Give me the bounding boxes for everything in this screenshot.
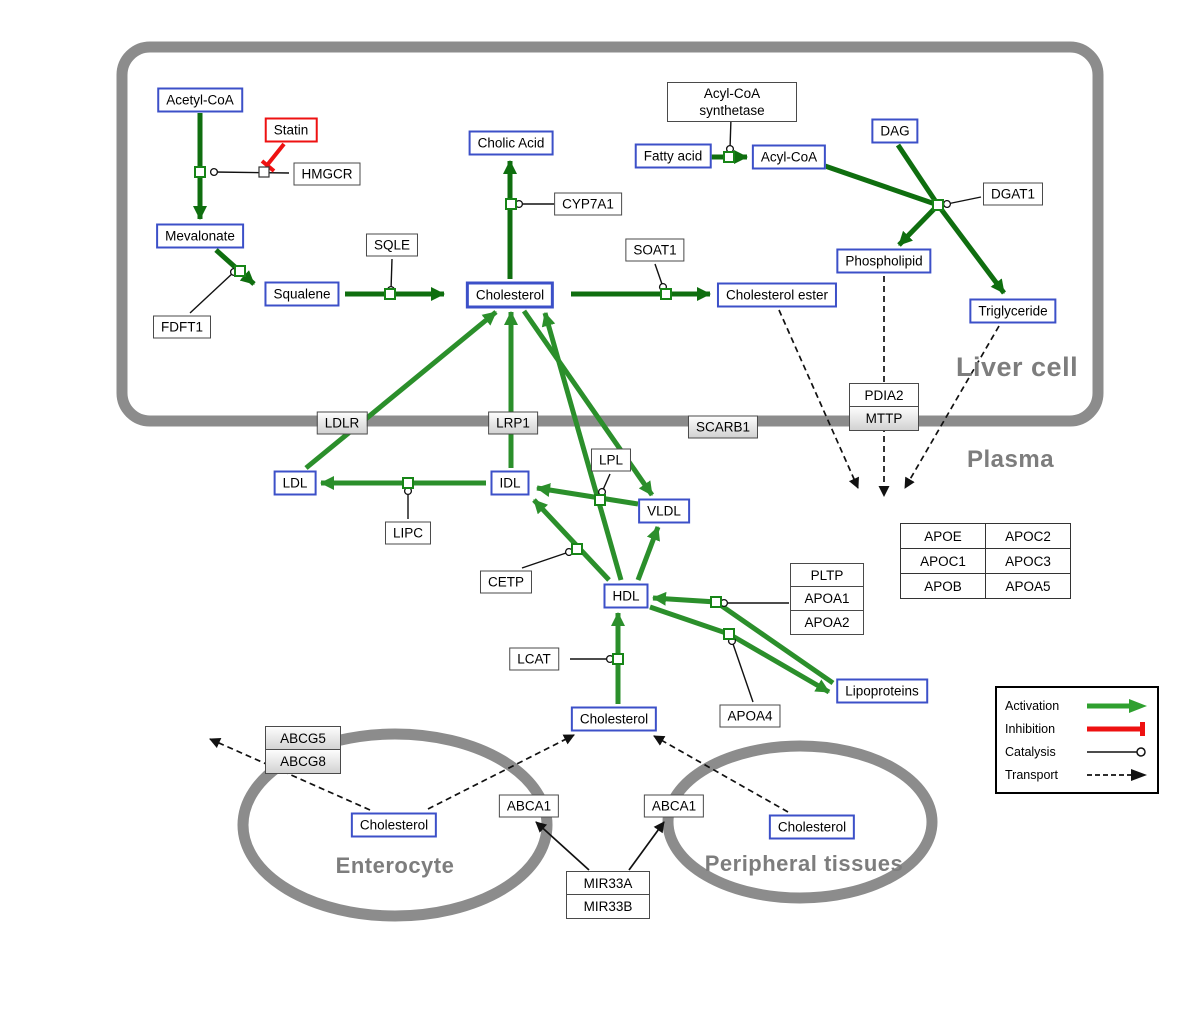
legend-row-activation: Activation bbox=[1005, 694, 1149, 717]
stack-mir33: MIR33A MIR33B bbox=[566, 870, 650, 920]
node-hmgcr[interactable]: HMGCR bbox=[293, 162, 361, 186]
liver-cell-label: Liver cell bbox=[956, 352, 1079, 382]
node-apoc2[interactable]: APOC2 bbox=[985, 523, 1071, 549]
legend-row-transport: Transport bbox=[1005, 763, 1149, 786]
inhibition-edge-statin bbox=[260, 142, 286, 173]
node-pltp[interactable]: PLTP bbox=[790, 562, 864, 588]
node-ldl[interactable]: LDL bbox=[273, 470, 317, 496]
node-apoa5[interactable]: APOA5 bbox=[985, 573, 1071, 599]
node-cholesterol-enterocyte[interactable]: Cholesterol bbox=[350, 812, 438, 838]
node-statin[interactable]: Statin bbox=[264, 117, 318, 143]
node-soat1[interactable]: SOAT1 bbox=[625, 238, 685, 262]
node-abca1-enterocyte[interactable]: ABCA1 bbox=[498, 794, 560, 818]
node-vldl[interactable]: VLDL bbox=[638, 498, 690, 524]
legend-inhibition-label: Inhibition bbox=[1005, 721, 1056, 736]
legend-row-inhibition: Inhibition bbox=[1005, 717, 1149, 740]
node-phospholipid[interactable]: Phospholipid bbox=[836, 248, 932, 274]
catalysis-circle-icon bbox=[1087, 746, 1146, 757]
node-lrp1[interactable]: LRP1 bbox=[488, 411, 538, 435]
legend-catalysis-label: Catalysis bbox=[1005, 744, 1056, 759]
stack-pltp-apoa1-apoa2: PLTP APOA1 APOA2 bbox=[790, 562, 864, 636]
node-apoc1[interactable]: APOC1 bbox=[900, 548, 986, 574]
legend-row-catalysis: Catalysis bbox=[1005, 740, 1149, 763]
node-idl[interactable]: IDL bbox=[490, 470, 530, 496]
plasma-label: Plasma bbox=[967, 446, 1055, 473]
node-pdia2[interactable]: PDIA2 bbox=[849, 382, 919, 408]
legend-transport-label: Transport bbox=[1005, 767, 1059, 782]
node-cholic-acid[interactable]: Cholic Acid bbox=[468, 130, 554, 156]
apolipoprotein-table: APOE APOC2 APOC1 APOC3 APOB APOA5 bbox=[900, 523, 1071, 599]
inhibition-tbar-icon bbox=[1087, 721, 1145, 736]
statin-target-square bbox=[258, 166, 270, 178]
node-fatty-acid[interactable]: Fatty acid bbox=[634, 143, 712, 169]
node-lcat[interactable]: LCAT bbox=[509, 647, 559, 671]
node-apoa4[interactable]: APOA4 bbox=[719, 704, 781, 728]
regulation-edges bbox=[535, 821, 665, 871]
node-acetyl-coa[interactable]: Acetyl-CoA bbox=[157, 87, 243, 113]
node-apoa1[interactable]: APOA1 bbox=[790, 586, 864, 612]
node-squalene[interactable]: Squalene bbox=[264, 281, 340, 307]
legend: Activation Inhibition Catalysis Transpor… bbox=[995, 686, 1159, 794]
node-mir33a[interactable]: MIR33A bbox=[566, 870, 650, 896]
node-fdft1[interactable]: FDFT1 bbox=[153, 315, 211, 339]
node-mir33b[interactable]: MIR33B bbox=[566, 894, 650, 920]
enterocyte-label: Enterocyte bbox=[335, 853, 455, 878]
node-sqle[interactable]: SQLE bbox=[365, 233, 419, 257]
node-dgat1[interactable]: DGAT1 bbox=[982, 182, 1044, 206]
catalysis-anchors bbox=[194, 151, 944, 665]
catalysis-edges bbox=[189, 117, 982, 703]
node-scarb1[interactable]: SCARB1 bbox=[687, 415, 759, 439]
legend-activation-label: Activation bbox=[1005, 698, 1060, 713]
node-lipoproteins[interactable]: Lipoproteins bbox=[836, 678, 928, 704]
node-mevalonate[interactable]: Mevalonate bbox=[156, 223, 244, 249]
node-abca1-peripheral[interactable]: ABCA1 bbox=[643, 794, 705, 818]
node-cetp[interactable]: CETP bbox=[479, 570, 533, 594]
node-cholesterol-plasma[interactable]: Cholesterol bbox=[570, 706, 658, 732]
node-acyl-coa-synthetase[interactable]: Acyl-CoA synthetase bbox=[667, 82, 797, 122]
activation-edges-plasma bbox=[304, 309, 835, 704]
node-cholesterol-liver[interactable]: Cholesterol bbox=[465, 281, 555, 309]
node-apob[interactable]: APOB bbox=[900, 573, 986, 599]
node-cholesterol-peripheral[interactable]: Cholesterol bbox=[768, 814, 856, 840]
peripheral-tissues-label: Peripheral tissues bbox=[704, 851, 904, 876]
node-dag[interactable]: DAG bbox=[871, 118, 919, 144]
activation-arrow-icon bbox=[1087, 698, 1147, 713]
node-cholesterol-ester[interactable]: Cholesterol ester bbox=[716, 282, 838, 308]
node-acyl-coa[interactable]: Acyl-CoA bbox=[751, 144, 827, 170]
node-hdl[interactable]: HDL bbox=[603, 583, 649, 609]
node-triglyceride[interactable]: Triglyceride bbox=[969, 298, 1057, 324]
node-ldlr[interactable]: LDLR bbox=[316, 411, 368, 435]
stack-abcg5-abcg8: ABCG5 ABCG8 bbox=[265, 725, 341, 775]
node-abcg8[interactable]: ABCG8 bbox=[265, 749, 341, 775]
node-abcg5[interactable]: ABCG5 bbox=[265, 725, 341, 751]
node-lpl[interactable]: LPL bbox=[590, 448, 632, 472]
node-apoc3[interactable]: APOC3 bbox=[985, 548, 1071, 574]
transport-arrow-icon bbox=[1087, 768, 1147, 781]
node-cyp7a1[interactable]: CYP7A1 bbox=[554, 192, 622, 216]
node-mttp[interactable]: MTTP bbox=[849, 406, 919, 432]
stack-pdia2-mttp: PDIA2 MTTP bbox=[849, 382, 919, 432]
node-apoe[interactable]: APOE bbox=[900, 523, 986, 549]
node-apoa2[interactable]: APOA2 bbox=[790, 610, 864, 636]
node-lipc[interactable]: LIPC bbox=[384, 521, 432, 545]
